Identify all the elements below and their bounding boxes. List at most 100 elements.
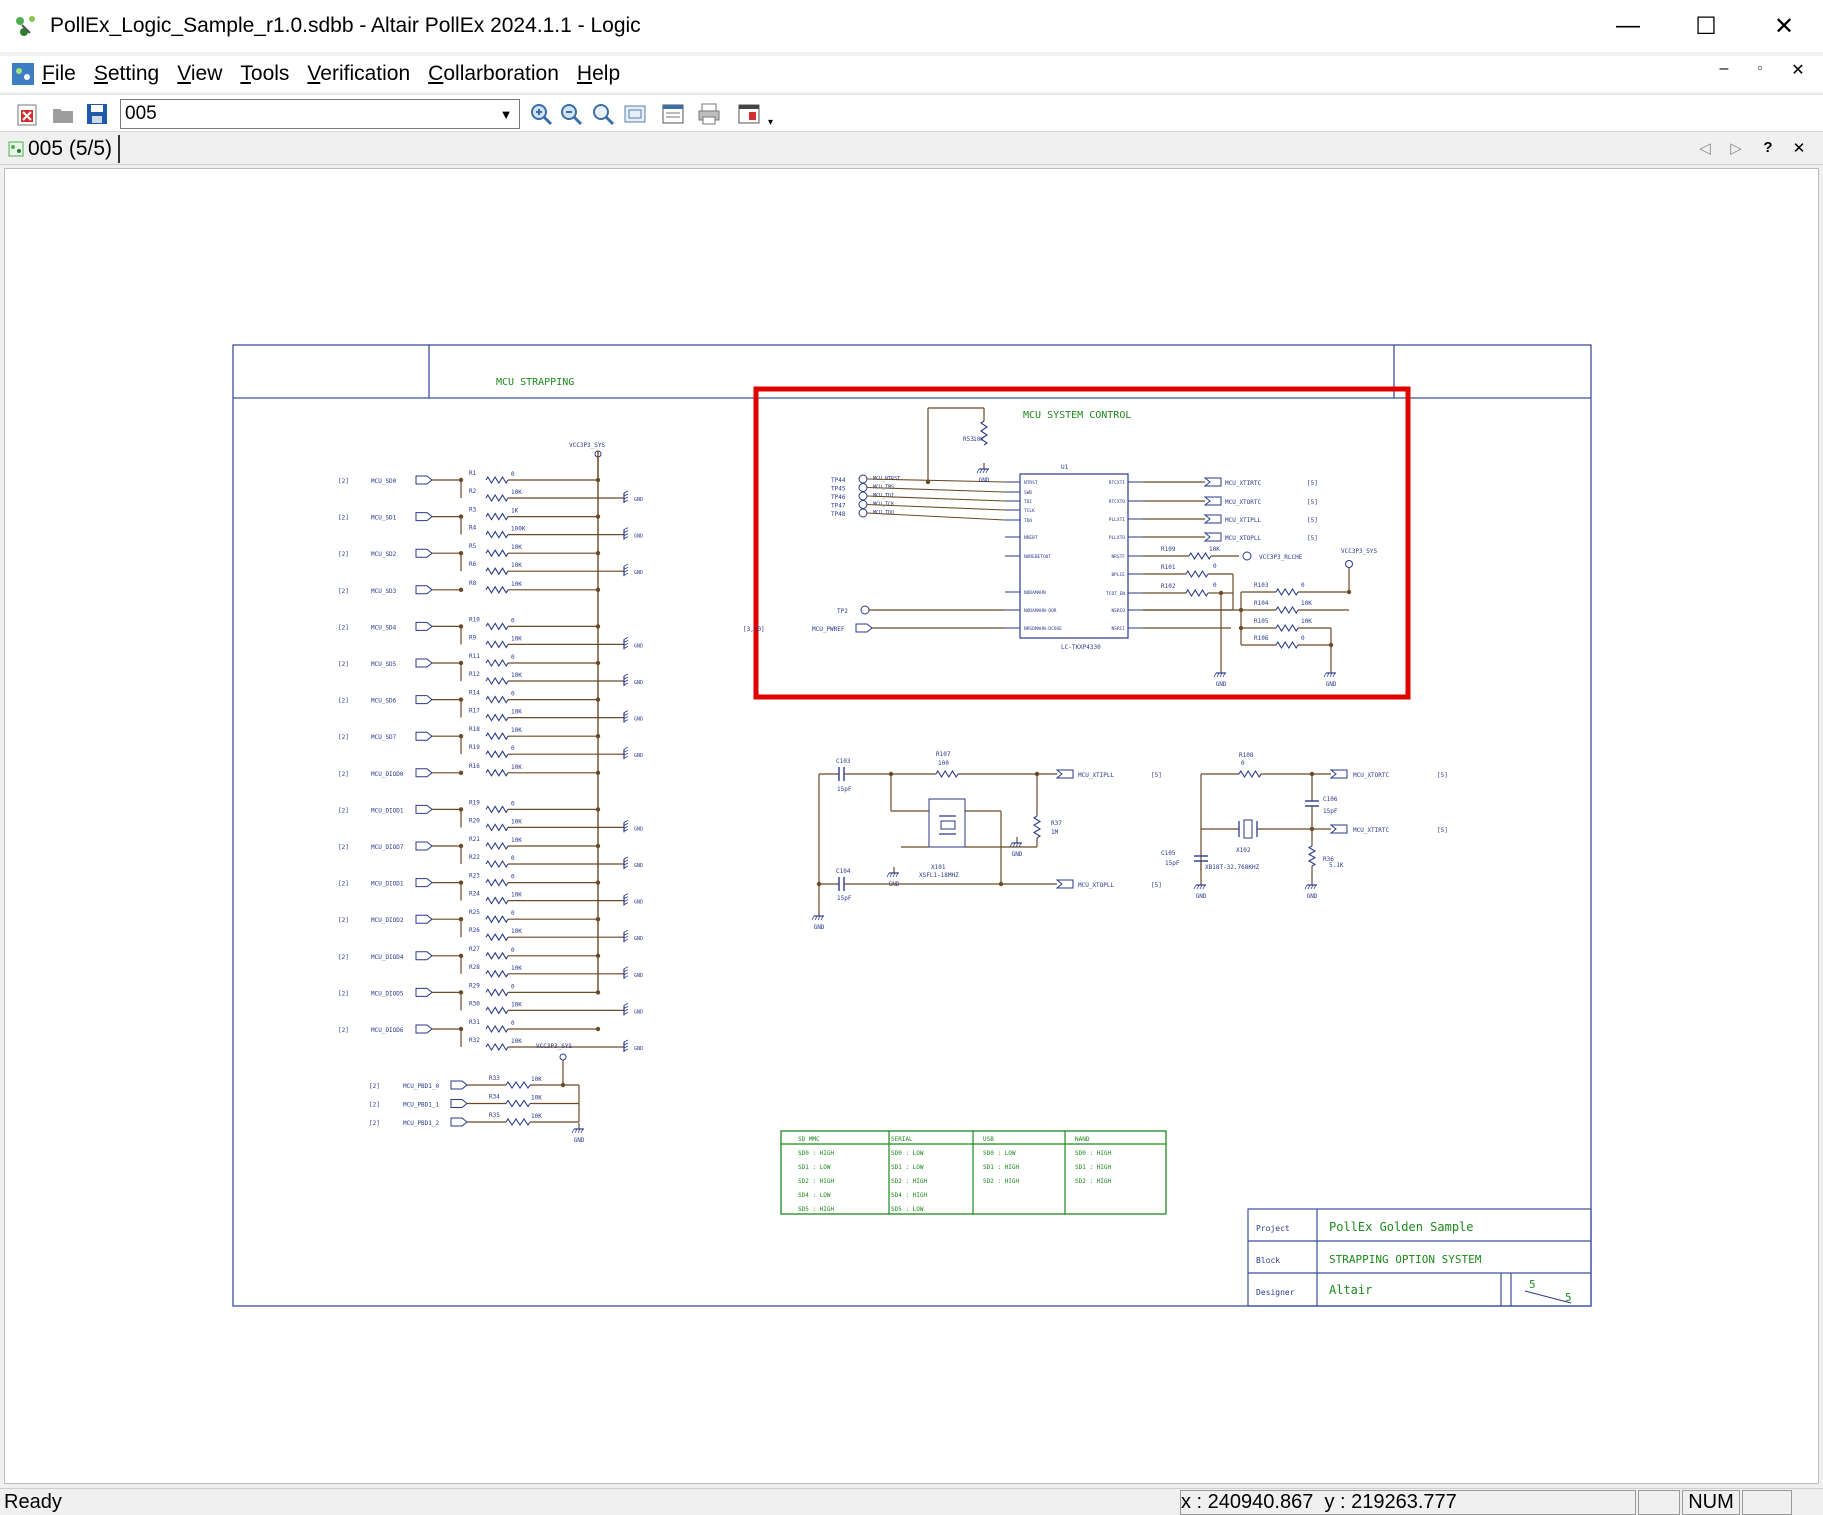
resistor-value: 100K bbox=[511, 526, 526, 533]
off-page-connector bbox=[416, 915, 432, 923]
save-icon[interactable] bbox=[84, 101, 110, 127]
menu-collaboration[interactable]: Collarboration bbox=[428, 60, 559, 88]
resistor bbox=[486, 806, 508, 812]
resistor-value: 0 bbox=[511, 874, 515, 881]
help-icon[interactable]: ? bbox=[1758, 139, 1778, 156]
resistor bbox=[1276, 589, 1298, 595]
ground-symbol bbox=[624, 894, 628, 896]
menu-verification[interactable]: Verification bbox=[307, 60, 410, 88]
title-block-label: Block bbox=[1256, 1256, 1280, 1265]
toolbar-overflow-icon[interactable]: ▾ bbox=[768, 117, 773, 128]
close-document-icon[interactable] bbox=[14, 101, 40, 127]
maximize-button[interactable]: ☐ bbox=[1667, 0, 1745, 52]
tab-close-icon[interactable]: ✕ bbox=[1789, 139, 1809, 157]
ground-symbol bbox=[977, 469, 979, 473]
mdi-restore-icon[interactable]: ▫ bbox=[1750, 60, 1770, 75]
menu-tools[interactable]: Tools bbox=[240, 60, 289, 88]
zoom-in-icon[interactable] bbox=[528, 101, 554, 127]
menu-view[interactable]: View bbox=[177, 60, 222, 88]
zoom-out-icon[interactable] bbox=[558, 101, 584, 127]
mdi-minimize-icon[interactable]: – bbox=[1714, 60, 1734, 78]
resistor bbox=[486, 495, 508, 501]
junction-dot bbox=[1347, 590, 1351, 594]
crystal-value: XB18T-32.768KHZ bbox=[1205, 864, 1260, 871]
zoom-area-icon[interactable] bbox=[590, 101, 616, 127]
resistor-ref: R31 bbox=[469, 1019, 480, 1026]
vcc-label: VCC3P3_SYS bbox=[569, 442, 606, 449]
tab-scroll-left-icon[interactable]: ◁ bbox=[1695, 139, 1715, 157]
menu-file[interactable]: File bbox=[42, 60, 76, 88]
resistor bbox=[486, 568, 508, 574]
resistor-ref: R16 bbox=[469, 763, 480, 770]
off-page-connector bbox=[416, 769, 432, 777]
test-point bbox=[859, 475, 867, 483]
resistor-value: 0 bbox=[511, 855, 515, 862]
menu-setting[interactable]: Setting bbox=[94, 60, 159, 88]
close-button[interactable]: ✕ bbox=[1745, 0, 1823, 52]
sheet-view-icon[interactable] bbox=[660, 101, 686, 127]
crystal-ref: X101 bbox=[931, 864, 946, 871]
cursor-coordinates: x : 240940.867 y : 219263.777 bbox=[1180, 1490, 1636, 1515]
net-label: MCU_DIOD1 bbox=[371, 807, 404, 814]
resistor-value: 10K bbox=[511, 1001, 522, 1008]
net-label: MCU_SD3 bbox=[371, 588, 397, 595]
resistor-ref: R27 bbox=[469, 946, 480, 953]
sheet-ref: [2] bbox=[338, 954, 349, 961]
resistor-ref: R24 bbox=[469, 891, 480, 898]
ic-pin-name: TCLK bbox=[1024, 508, 1035, 514]
resistor-value: 10K bbox=[511, 727, 522, 734]
sheet-ref: [2] bbox=[338, 515, 349, 522]
resistor-value: 10K bbox=[531, 1113, 542, 1120]
net-label: MCU_XTIPLL bbox=[1078, 772, 1115, 779]
ground-symbol bbox=[624, 1003, 628, 1005]
minimize-button[interactable]: — bbox=[1589, 0, 1667, 52]
resistor-ref: R4 bbox=[469, 525, 477, 532]
tab-scroll-right-icon[interactable]: ▷ bbox=[1726, 139, 1746, 157]
mdi-close-icon[interactable]: ✕ bbox=[1788, 60, 1808, 80]
off-page-connector bbox=[416, 988, 432, 996]
junction-dot bbox=[596, 551, 600, 555]
net-label: MCU_SD7 bbox=[371, 734, 397, 741]
resistor-ref: R26 bbox=[469, 927, 480, 934]
properties-icon[interactable] bbox=[736, 101, 762, 127]
toolbar: 005 ▼ ▾ bbox=[0, 94, 1823, 132]
sheet-selector[interactable]: 005 ▼ bbox=[120, 99, 520, 129]
junction-dot bbox=[596, 880, 600, 884]
gnd-label: GND bbox=[979, 477, 990, 484]
menu-help[interactable]: Help bbox=[577, 60, 620, 88]
sheet-ref: [2] bbox=[369, 1120, 380, 1127]
chevron-down-icon[interactable]: ▼ bbox=[493, 100, 519, 128]
resistor-value: 10K bbox=[531, 1095, 542, 1102]
document-tab[interactable]: 005 (5/5) bbox=[8, 135, 120, 163]
net-label: MCU_DIOD4 bbox=[371, 954, 404, 961]
zoom-fit-icon[interactable] bbox=[622, 101, 648, 127]
crystal-ref: X102 bbox=[1236, 847, 1251, 854]
resistor-value: 0 bbox=[1301, 582, 1305, 589]
window-title: PollEx_Logic_Sample_r1.0.sdbb - Altair P… bbox=[50, 14, 641, 38]
mode-table-cell: SD0 : LOW bbox=[983, 1150, 1016, 1157]
schematic-canvas[interactable]: MCU STRAPPINGMCU SYSTEM CONTROLVCC3P3_SY… bbox=[4, 168, 1819, 1484]
resistor-ref: R108 bbox=[1239, 752, 1254, 759]
resistor-value: 0 bbox=[1213, 582, 1217, 589]
resistor-value: 100 bbox=[938, 760, 949, 767]
ic-pin-name: NRSDMAHN-DCOUE bbox=[1024, 626, 1062, 632]
wire bbox=[867, 513, 1005, 520]
ground-symbol bbox=[887, 873, 889, 877]
print-icon[interactable] bbox=[696, 101, 722, 127]
status-bar: Ready x : 240940.867 y : 219263.777 NUM bbox=[0, 1488, 1823, 1515]
resistor-ref: R22 bbox=[469, 854, 480, 861]
resistor-value: 10K bbox=[511, 635, 522, 642]
y-label: y : bbox=[1313, 1491, 1351, 1514]
resistor bbox=[486, 587, 508, 593]
left-section-title: MCU STRAPPING bbox=[496, 377, 574, 388]
open-folder-icon[interactable] bbox=[50, 101, 76, 127]
vcc-label: VCC3P3_SYS bbox=[1341, 548, 1378, 555]
junction-dot bbox=[596, 734, 600, 738]
test-point-ref: TP2 bbox=[837, 608, 848, 615]
ground-symbol bbox=[1305, 885, 1307, 889]
resistor-ref: R107 bbox=[936, 751, 951, 758]
resistor-value: 0 bbox=[511, 745, 515, 752]
designer-name: Altair bbox=[1329, 1283, 1372, 1297]
resistor-value: 0 bbox=[511, 947, 515, 954]
off-page-connector bbox=[416, 952, 432, 960]
